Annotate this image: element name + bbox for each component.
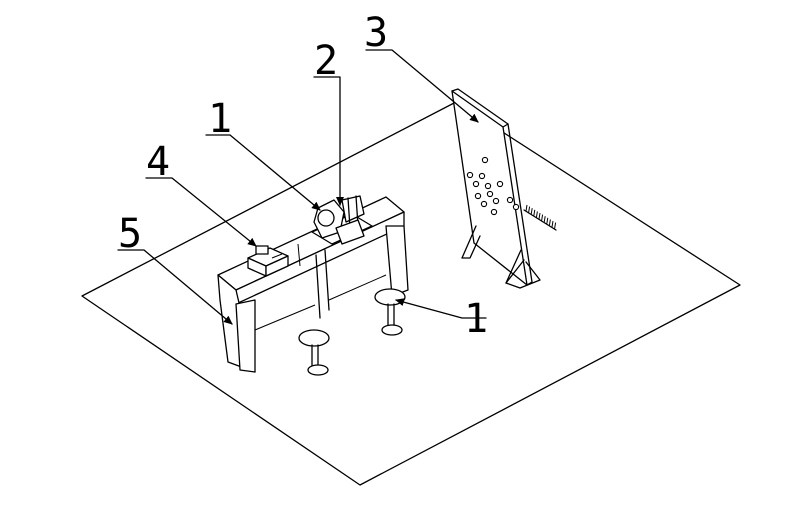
target-hole — [484, 182, 492, 190]
callout-1-right: 1 — [464, 296, 488, 342]
callout-2: 2 — [314, 38, 338, 84]
target-hole — [492, 197, 500, 205]
target-hole — [506, 196, 514, 204]
comb-tooth — [530, 208, 533, 215]
target-board — [451, 88, 541, 289]
target-hole — [466, 171, 474, 179]
floor-plane — [81, 101, 741, 486]
comb-tooth — [533, 209, 536, 216]
comb-base — [523, 209, 557, 231]
target-hole — [490, 208, 498, 216]
comb-rack — [523, 204, 557, 231]
comb-tooth — [548, 219, 551, 226]
leader-5 — [117, 249, 233, 325]
comb-tooth — [528, 206, 531, 213]
target-hole — [474, 192, 482, 200]
comb-tooth — [546, 217, 549, 224]
stool-right — [374, 288, 406, 336]
comb-tooth — [541, 214, 544, 221]
leader-3 — [365, 49, 479, 123]
target-hole — [472, 180, 480, 188]
comb-tooth — [535, 211, 538, 218]
leader-4 — [145, 177, 257, 247]
comb-tooth — [554, 222, 557, 229]
target-hole — [512, 203, 520, 211]
comb-tooth — [538, 212, 541, 220]
leader-1-top — [205, 134, 321, 211]
target-hole — [478, 172, 486, 180]
leader-1-right — [395, 298, 487, 319]
launcher-device — [311, 195, 373, 245]
comb-tooth — [543, 216, 546, 223]
callout-4: 4 — [146, 139, 170, 185]
comb-tooth — [525, 204, 528, 212]
target-hole — [481, 156, 489, 164]
target-holes — [466, 156, 520, 216]
callout-3: 3 — [364, 10, 388, 56]
callout-1-top: 1 — [208, 96, 232, 142]
target-hole — [496, 180, 504, 188]
control-box — [247, 245, 289, 277]
target-hole — [480, 200, 488, 208]
callout-5: 5 — [118, 211, 142, 257]
stool-left — [298, 329, 330, 376]
leader-2 — [313, 76, 344, 206]
comb-tooth — [551, 220, 554, 228]
target-hole — [486, 190, 494, 198]
